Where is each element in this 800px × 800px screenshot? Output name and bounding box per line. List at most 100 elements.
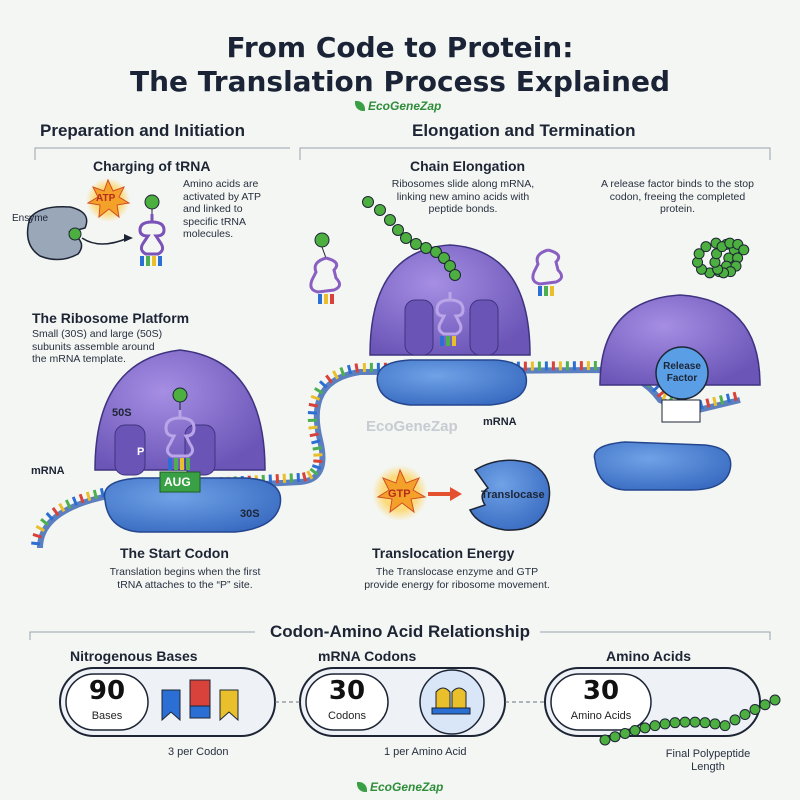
mrna-base bbox=[332, 370, 339, 380]
mrna-base bbox=[308, 425, 318, 430]
translocation-title: Translocation Energy bbox=[372, 545, 515, 561]
polypeptide-bead bbox=[739, 709, 751, 721]
p-site bbox=[114, 424, 146, 476]
codon-icon bbox=[431, 687, 471, 715]
released-protein bbox=[692, 237, 750, 279]
start-codon-box bbox=[159, 471, 201, 493]
ribosome-small-subunit-middle bbox=[376, 359, 528, 406]
mrna-base bbox=[308, 402, 318, 408]
leaf-icon bbox=[357, 782, 367, 792]
protein-bead bbox=[693, 248, 705, 260]
section-heading-elongation: Elongation and Termination bbox=[412, 121, 636, 140]
codons-value: 30 bbox=[328, 676, 366, 706]
protein-bead bbox=[700, 241, 712, 253]
amino-acid-bead bbox=[362, 196, 374, 208]
section-dividers bbox=[29, 147, 771, 640]
mrna-base bbox=[45, 512, 54, 521]
amino-acid-bead bbox=[400, 232, 412, 244]
polypeptide-bead bbox=[729, 714, 741, 726]
mrna-base bbox=[651, 384, 661, 393]
polypeptide-bead bbox=[669, 717, 681, 729]
mrna-base bbox=[307, 411, 317, 415]
trna-left-ribosome bbox=[164, 387, 196, 470]
mrna-base bbox=[99, 487, 105, 498]
brand-top: EcoGeneZap bbox=[355, 99, 441, 113]
mrna-base bbox=[732, 391, 738, 402]
final-polypeptide-chain bbox=[599, 694, 781, 746]
mrna-base bbox=[64, 499, 72, 509]
polypeptide-bead bbox=[659, 718, 671, 730]
amino-acid-bead bbox=[384, 214, 396, 226]
relationship-heading: Codon-Amino Acid Relationship bbox=[269, 622, 531, 641]
ribosome-small-subunit-right bbox=[593, 441, 732, 491]
divider-bottom-right bbox=[540, 631, 771, 640]
polypeptide-bead bbox=[619, 727, 631, 739]
amino-acid-bead bbox=[444, 260, 456, 272]
gtp-burst bbox=[376, 468, 427, 514]
mrna-base bbox=[339, 367, 346, 377]
polypeptide-bead bbox=[629, 725, 641, 737]
start-codon-title: The Start Codon bbox=[120, 545, 229, 561]
protein-bead bbox=[738, 244, 750, 256]
polypeptide-bead bbox=[759, 699, 771, 711]
mrna-base bbox=[311, 439, 321, 445]
amino-acid-bead bbox=[420, 242, 432, 254]
divider-right bbox=[299, 147, 771, 160]
polypeptide-bead bbox=[609, 731, 621, 743]
stop-codon-gap bbox=[661, 399, 701, 423]
platform-text: Small (30S) and large (50S)subunits asse… bbox=[32, 328, 163, 365]
mrna-base bbox=[312, 446, 322, 451]
polypeptide-bead bbox=[599, 734, 611, 746]
brand-bottom: EcoGeneZap bbox=[357, 780, 443, 794]
mrna-base bbox=[51, 507, 60, 517]
mrna-base bbox=[313, 387, 324, 395]
polypeptide-bead bbox=[769, 694, 781, 706]
bases-value: 90 bbox=[88, 676, 126, 706]
mrna-base bbox=[313, 453, 323, 457]
watermark: EcoGeneZap bbox=[366, 418, 458, 435]
page-title: From Code to Protein: bbox=[226, 31, 574, 64]
bases-caption: 3 per Codon bbox=[168, 746, 229, 758]
mrna-base bbox=[325, 374, 333, 384]
trna-free-right bbox=[531, 248, 563, 296]
page-subtitle: The Translation Process Explained bbox=[129, 65, 670, 98]
enzyme-shape bbox=[26, 205, 88, 261]
large-subunit-label: 50S bbox=[112, 407, 132, 419]
mrna-base bbox=[719, 395, 725, 405]
amino-acids-unit: Amino Acids bbox=[570, 710, 632, 722]
polypeptide-bead bbox=[719, 720, 731, 732]
polypeptide-bead bbox=[709, 718, 721, 730]
translocase-enzyme bbox=[468, 459, 551, 531]
polypeptide-bead bbox=[679, 716, 691, 728]
mrna-base bbox=[35, 525, 45, 533]
section-heading-preparation: Preparation and Initiation bbox=[40, 121, 245, 140]
base-blocks bbox=[161, 679, 239, 722]
mrna-base bbox=[725, 393, 731, 403]
mrna-base bbox=[309, 467, 319, 476]
divider-bottom-left bbox=[29, 631, 255, 640]
charging-title: Charging of tRNA bbox=[93, 158, 211, 174]
amino-acids-heading: Amino Acids bbox=[606, 648, 692, 664]
mrna-base bbox=[310, 394, 321, 401]
amino-acid-bead bbox=[392, 224, 404, 236]
mrna-base bbox=[306, 470, 314, 480]
charging-arrow bbox=[81, 237, 129, 245]
mrna-label-middle: mRNA bbox=[483, 416, 517, 428]
mrna-base bbox=[40, 518, 49, 527]
amino-acid-bead bbox=[449, 269, 461, 281]
codons-unit: Codons bbox=[328, 710, 366, 722]
enzyme-label: Ensyme bbox=[12, 213, 49, 224]
divider-left bbox=[34, 147, 290, 160]
polypeptide-chain-middle bbox=[362, 196, 461, 281]
polypeptide-bead bbox=[749, 703, 761, 715]
trna-middle-ribosome bbox=[435, 292, 465, 346]
mrna-base bbox=[705, 398, 711, 408]
elongation-text: Ribosomes slide along mRNA,linking new a… bbox=[391, 178, 535, 215]
